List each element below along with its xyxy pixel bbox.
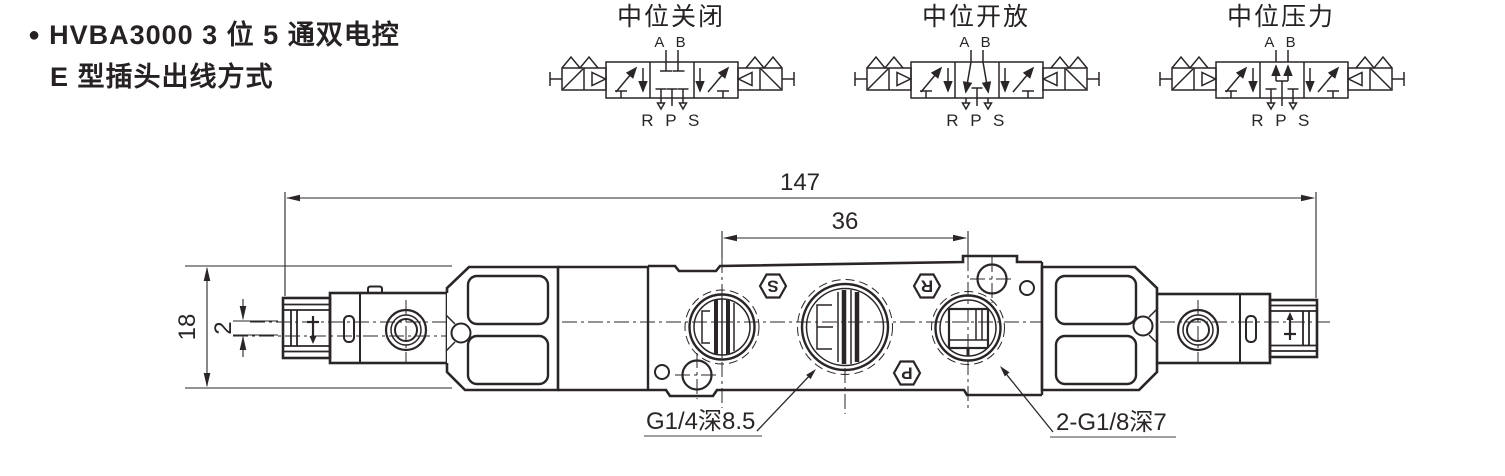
dim-text-18: 18 xyxy=(174,314,201,341)
page-title: ●HVBA3000 3 位 5 通双电控 E 型插头出线方式 xyxy=(28,14,400,98)
ab-ports-label: A B xyxy=(1264,36,1299,51)
left-plug xyxy=(281,296,332,360)
center-position-pressure xyxy=(1265,64,1299,98)
dim-port-spacing xyxy=(721,231,969,258)
left-position-flow xyxy=(615,66,648,98)
dim-text-36: 36 xyxy=(832,208,859,235)
valve-schematic-pressure: A B R P S xyxy=(1159,36,1405,130)
port-center xyxy=(800,282,890,372)
blank-station xyxy=(558,265,650,392)
center-position-closed xyxy=(655,62,689,98)
symbol-title: 中位关闭 xyxy=(616,3,725,31)
port-a-spool xyxy=(701,299,735,355)
svg-text:S: S xyxy=(767,277,778,296)
spring-icon xyxy=(1050,55,1088,70)
center-position-open xyxy=(962,61,992,98)
port-letter-p: P xyxy=(892,360,922,386)
port-b xyxy=(934,294,1002,362)
ab-ports-label: A B xyxy=(959,36,994,51)
symbol-title: 中位开放 xyxy=(921,3,1030,31)
spring-icon xyxy=(866,55,904,70)
rps-ports-label: R P S xyxy=(946,111,1008,130)
right-actuator xyxy=(736,55,795,91)
external-ports xyxy=(961,50,993,111)
port-b-socket xyxy=(947,307,990,356)
port-center-spool xyxy=(816,290,860,364)
callout-text-g18: 2-G1/8深7 xyxy=(1056,409,1167,436)
spring-icon xyxy=(561,55,599,70)
dim-text-2: 2 xyxy=(210,321,237,334)
external-ports xyxy=(656,50,688,111)
ground-pin-icon xyxy=(1284,312,1296,340)
left-actuator xyxy=(854,55,913,91)
spring-icon xyxy=(745,55,783,70)
right-plug xyxy=(1268,298,1319,359)
valve-schematic-open: A B R P S xyxy=(854,36,1100,130)
spring-icon xyxy=(1355,55,1393,70)
manual-override-boss xyxy=(1176,308,1220,352)
right-position-flow xyxy=(1305,66,1340,98)
mounting-holes xyxy=(654,263,1035,391)
left-position-flow xyxy=(920,66,953,98)
external-ports xyxy=(1266,50,1298,111)
callout-side-ports: 2-G1/8深7 xyxy=(1000,366,1176,438)
ground-pin-icon xyxy=(307,316,319,344)
right-actuator xyxy=(1346,55,1405,91)
callout-center-port: G1/4深8.5 xyxy=(644,369,816,437)
right-position-flow xyxy=(695,66,730,98)
left-position-flow xyxy=(1225,66,1258,98)
port-letter-r: R xyxy=(912,273,942,299)
callout-text-g14: G1/4深8.5 xyxy=(646,408,755,435)
left-end-cap xyxy=(445,265,560,392)
title-line-2: E 型插头出线方式 xyxy=(50,62,274,92)
dim-text-147: 147 xyxy=(780,169,820,196)
cast-port-letters: S R P xyxy=(758,273,942,386)
dim-overall-length xyxy=(284,192,1317,298)
dim-center-offset xyxy=(233,299,278,357)
svg-text:R: R xyxy=(921,277,933,296)
bullet-icon: ● xyxy=(28,24,42,46)
rps-ports-label: R P S xyxy=(641,111,703,130)
left-solenoid xyxy=(328,285,449,365)
dim-body-height xyxy=(185,265,452,389)
port-a xyxy=(688,293,756,361)
leader-arrow-icon xyxy=(1000,366,1010,377)
rps-ports-label: R P S xyxy=(1251,111,1313,130)
ab-ports-label: A B xyxy=(654,36,689,51)
valve-symbol-center-open: 中位开放 xyxy=(851,0,1101,132)
right-solenoid xyxy=(1155,292,1272,365)
symbol-title: 中位压力 xyxy=(1226,3,1335,31)
right-end-cap xyxy=(1040,265,1159,392)
left-actuator xyxy=(1159,55,1218,91)
valve-symbol-center-pressure: 中位压力 xyxy=(1156,0,1406,132)
svg-text:P: P xyxy=(901,364,912,383)
spring-icon xyxy=(1171,55,1209,70)
port-letter-s: S xyxy=(758,273,788,299)
right-position-flow xyxy=(1000,66,1035,98)
valve-schematic-closed: A B R P S xyxy=(549,36,795,130)
title-line-1: ●HVBA3000 3 位 5 通双电控 xyxy=(28,20,400,50)
manual-override-boss xyxy=(384,308,428,352)
right-actuator xyxy=(1041,55,1100,91)
valve-symbol-center-closed: 中位关闭 xyxy=(546,0,796,132)
leader-arrow-icon xyxy=(806,369,816,380)
